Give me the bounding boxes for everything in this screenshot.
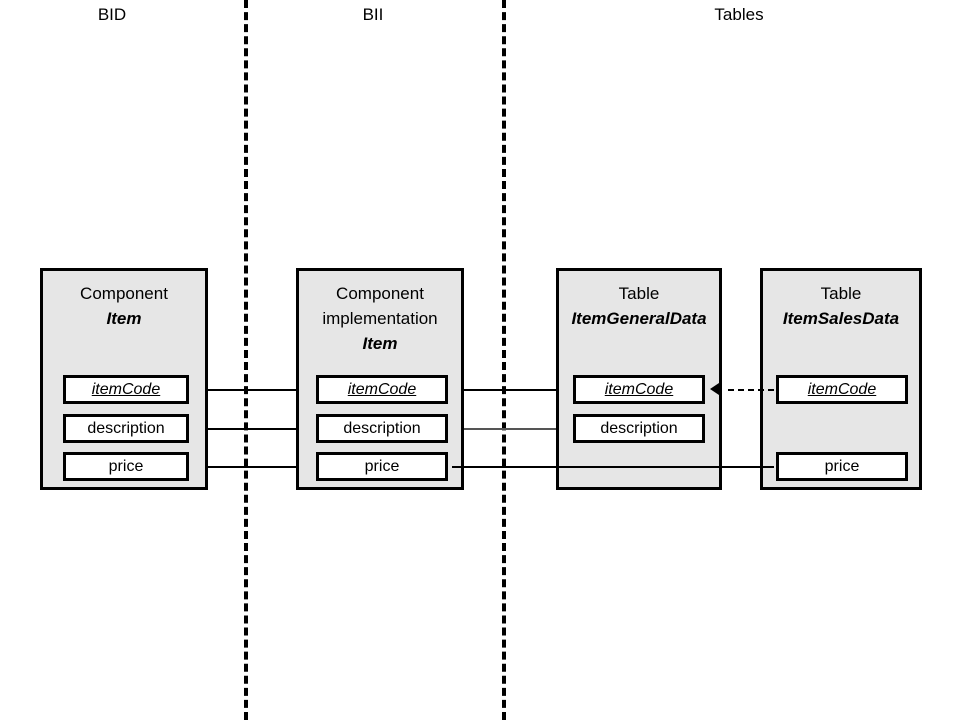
entity-title-component-item: Component Item <box>43 281 205 331</box>
field-itemsalesdata-itemcode[interactable]: itemCode <box>776 375 908 404</box>
connector-description-bii-to-generaldata <box>452 428 578 430</box>
field-itemgeneraldata-itemcode[interactable]: itemCode <box>573 375 705 404</box>
entity-kind-label-line1: Component <box>336 284 424 303</box>
divider-bii-tables <box>502 0 506 720</box>
field-itemsalesdata-price[interactable]: price <box>776 452 908 481</box>
column-header-bid: BID <box>97 5 127 24</box>
entity-title-component-implementation-item: Component implementation Item <box>299 281 461 356</box>
field-itemgeneraldata-description[interactable]: description <box>573 414 705 443</box>
column-header-tables: Tables <box>714 5 764 24</box>
connector-itemcode-bii-to-generaldata <box>452 389 578 391</box>
connector-description-bid-to-bii <box>205 428 299 430</box>
entity-kind-label-line2: implementation <box>322 309 438 328</box>
field-component-item-price[interactable]: price <box>63 452 189 481</box>
arrowhead-left-icon <box>710 381 722 397</box>
connector-price-bii-to-salesdata <box>452 466 774 468</box>
divider-bid-bii <box>244 0 248 720</box>
entity-name-label: Item <box>362 334 398 353</box>
entity-kind-label: Table <box>820 284 862 303</box>
entity-kind-label: Component <box>80 284 168 303</box>
entity-kind-label: Table <box>618 284 660 303</box>
connector-itemcode-bid-to-bii <box>205 389 299 391</box>
field-component-item-description[interactable]: description <box>63 414 189 443</box>
field-component-implementation-item-description[interactable]: description <box>316 414 448 443</box>
entity-title-table-itemsalesdata: Table ItemSalesData <box>763 281 919 331</box>
entity-name-label: ItemGeneralData <box>571 309 707 328</box>
field-component-implementation-item-price[interactable]: price <box>316 452 448 481</box>
connector-price-bid-to-bii <box>205 466 299 468</box>
entity-title-table-itemgeneraldata: Table ItemGeneralData <box>559 281 719 331</box>
field-component-implementation-item-itemcode[interactable]: itemCode <box>316 375 448 404</box>
field-component-item-itemcode[interactable]: itemCode <box>63 375 189 404</box>
entity-name-label: ItemSalesData <box>782 309 900 328</box>
column-header-bii: BII <box>362 5 384 24</box>
foreign-key-itemcode-salesdata-to-generaldata <box>728 389 774 391</box>
entity-name-label: Item <box>106 309 142 328</box>
